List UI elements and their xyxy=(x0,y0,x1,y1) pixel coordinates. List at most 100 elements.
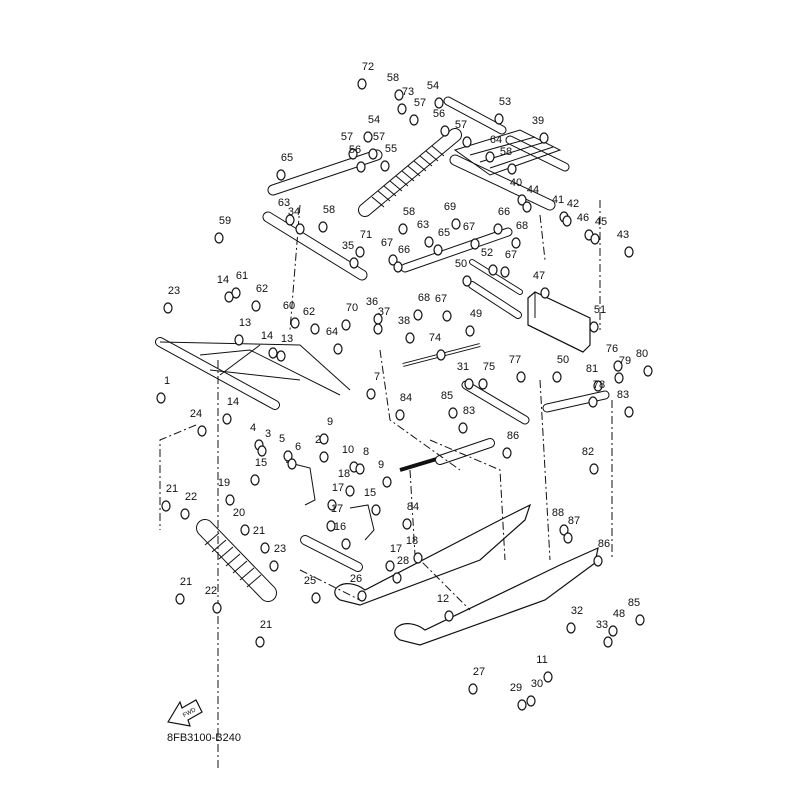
callout-53: 53 xyxy=(499,96,511,108)
part-54 xyxy=(434,97,444,109)
callout-26: 26 xyxy=(350,573,362,585)
callout-57: 57 xyxy=(414,97,426,109)
callout-62: 62 xyxy=(303,306,315,318)
part-65 xyxy=(433,244,443,256)
part-45 xyxy=(590,233,600,245)
diagram-code: 8FB3100-B240 xyxy=(167,732,241,744)
callout-65: 65 xyxy=(281,152,293,164)
part-86 xyxy=(502,447,512,459)
callout-8: 8 xyxy=(363,446,369,458)
callout-68: 68 xyxy=(418,292,430,304)
callout-56: 56 xyxy=(433,108,445,120)
callout-77: 77 xyxy=(509,354,521,366)
part-80 xyxy=(643,365,653,377)
callout-16: 16 xyxy=(334,521,346,533)
part-5 xyxy=(283,450,293,462)
part-17 xyxy=(385,560,395,572)
callout-43: 43 xyxy=(617,229,629,241)
callout-21: 21 xyxy=(166,483,178,495)
callout-41: 41 xyxy=(552,194,564,206)
part-28 xyxy=(392,572,402,584)
part-81 xyxy=(593,380,603,392)
callout-14: 14 xyxy=(227,396,239,408)
part-67 xyxy=(470,238,480,250)
part-12 xyxy=(444,610,454,622)
part-27 xyxy=(468,683,478,695)
callout-58: 58 xyxy=(387,72,399,84)
part-56 xyxy=(440,125,450,137)
callout-18: 18 xyxy=(338,468,350,480)
part-8 xyxy=(355,463,365,475)
part-50 xyxy=(462,275,472,287)
part-72 xyxy=(357,78,367,90)
part-76 xyxy=(613,360,623,372)
part-33 xyxy=(603,636,613,648)
part-57 xyxy=(348,148,358,160)
callout-34: 34 xyxy=(288,206,300,218)
callout-46: 46 xyxy=(577,212,589,224)
slide-rail-lower xyxy=(394,546,599,646)
part-56 xyxy=(356,161,366,173)
part-83 xyxy=(624,406,634,418)
callout-58: 58 xyxy=(500,146,512,158)
callout-72: 72 xyxy=(362,61,374,73)
callout-58: 58 xyxy=(323,204,335,216)
callout-23: 23 xyxy=(168,285,180,297)
callout-25: 25 xyxy=(304,575,316,587)
callout-14: 14 xyxy=(217,274,229,286)
part-42 xyxy=(562,215,572,227)
callout-12: 12 xyxy=(437,593,449,605)
part-19 xyxy=(225,494,235,506)
callout-57: 57 xyxy=(341,131,353,143)
callout-13: 13 xyxy=(239,317,251,329)
part-21 xyxy=(255,636,265,648)
callout-22: 22 xyxy=(205,585,217,597)
part-70 xyxy=(341,319,351,331)
callout-63: 63 xyxy=(417,219,429,231)
callout-10: 10 xyxy=(342,444,354,456)
part-40 xyxy=(517,194,527,206)
part-68 xyxy=(413,309,423,321)
part-24 xyxy=(197,425,207,437)
callout-66: 66 xyxy=(498,206,510,218)
callout-56: 56 xyxy=(349,144,361,156)
part-60 xyxy=(290,317,300,329)
callout-64: 64 xyxy=(490,134,502,146)
callout-39: 39 xyxy=(532,115,544,127)
callout-7: 7 xyxy=(374,371,380,383)
callout-58: 58 xyxy=(403,206,415,218)
part-58 xyxy=(394,89,404,101)
callout-82: 82 xyxy=(582,446,594,458)
part-66 xyxy=(493,223,503,235)
part-62 xyxy=(251,300,261,312)
callout-9: 9 xyxy=(327,416,333,428)
callout-80: 80 xyxy=(636,348,648,360)
callout-88: 88 xyxy=(552,507,564,519)
part-17 xyxy=(326,520,336,532)
part-39 xyxy=(539,132,549,144)
callout-54: 54 xyxy=(427,80,439,92)
shock-absorber-lower xyxy=(196,519,277,602)
callout-27: 27 xyxy=(473,666,485,678)
callout-63: 63 xyxy=(278,197,290,209)
part-13 xyxy=(234,334,244,346)
part-57 xyxy=(462,136,472,148)
callout-66: 66 xyxy=(398,244,410,256)
callout-59: 59 xyxy=(219,215,231,227)
part-54 xyxy=(363,131,373,143)
part-25 xyxy=(311,592,321,604)
callout-68: 68 xyxy=(516,220,528,232)
callout-47: 47 xyxy=(533,270,545,282)
part-20 xyxy=(240,524,250,536)
hardware xyxy=(156,78,653,711)
callout-2: 2 xyxy=(315,434,321,446)
part-34 xyxy=(295,223,305,235)
callout-44: 44 xyxy=(527,184,539,196)
callout-67: 67 xyxy=(435,293,447,305)
callout-48: 48 xyxy=(613,608,625,620)
callout-13: 13 xyxy=(281,333,293,345)
callout-65: 65 xyxy=(438,227,450,239)
part-74 xyxy=(436,349,446,361)
